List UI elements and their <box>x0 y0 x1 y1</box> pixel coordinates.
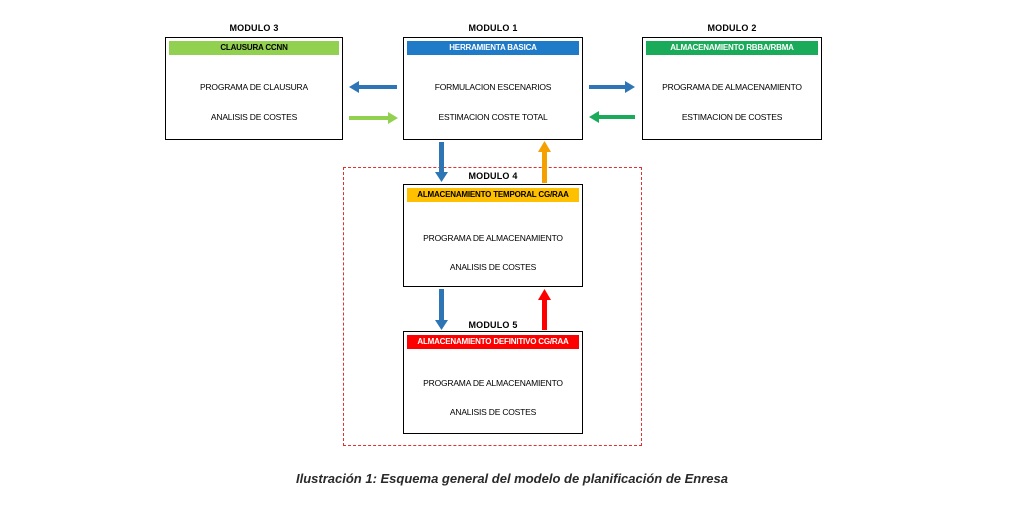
module-1-line-2: ESTIMACION COSTE TOTAL <box>438 112 548 122</box>
module-2-header: ALMACENAMIENTO RBBA/RBMA <box>646 41 818 55</box>
module-2-line-1: PROGRAMA DE ALMACENAMIENTO <box>662 82 802 92</box>
arrow-m4-to-m5 <box>435 289 448 330</box>
module-5-line-1: PROGRAMA DE ALMACENAMIENTO <box>423 378 563 388</box>
module-4-line-2: ANALISIS DE COSTES <box>449 262 537 272</box>
arrow-m1-to-m4 <box>435 142 448 182</box>
module-4-box: ALMACENAMIENTO TEMPORAL CG/RAA PROGRAMA … <box>403 184 583 287</box>
module-2-title: MODULO 2 <box>707 23 757 33</box>
module-3-title: MODULO 3 <box>229 23 279 33</box>
group-frame-modules-4-5 <box>343 167 642 446</box>
module-4-line-1: PROGRAMA DE ALMACENAMIENTO <box>423 233 563 243</box>
module-5-box: ALMACENAMIENTO DEFINITIVO CG/RAA PROGRAM… <box>403 331 583 434</box>
module-5-title: MODULO 5 <box>468 320 518 330</box>
module-3-line-1: PROGRAMA DE CLAUSURA <box>200 82 308 92</box>
module-1-header: HERRAMIENTA BASICA <box>407 41 579 55</box>
module-3-header: CLAUSURA CCNN <box>169 41 339 55</box>
module-1-title: MODULO 1 <box>468 23 518 33</box>
arrow-m3-to-m1 <box>349 112 398 124</box>
module-5-line-2: ANALISIS DE COSTES <box>449 407 537 417</box>
module-5-header: ALMACENAMIENTO DEFINITIVO CG/RAA <box>407 335 579 349</box>
arrow-m5-to-m4 <box>538 289 551 330</box>
module-1-line-1: FORMULACION ESCENARIOS <box>434 82 552 92</box>
figure-caption: Ilustración 1: Esquema general del model… <box>295 471 728 486</box>
module-4-header: ALMACENAMIENTO TEMPORAL CG/RAA <box>407 188 579 202</box>
module-3-line-2: ANALISIS DE COSTES <box>210 112 298 122</box>
module-3-box: CLAUSURA CCNN PROGRAMA DE CLAUSURA ANALI… <box>165 37 343 140</box>
module-2-line-2: ESTIMACION DE COSTES <box>681 112 783 122</box>
arrow-m1-to-m2 <box>589 81 635 93</box>
arrow-m1-to-m3 <box>349 81 397 93</box>
module-1-box: HERRAMIENTA BASICA FORMULACION ESCENARIO… <box>403 37 583 140</box>
module-4-title: MODULO 4 <box>468 171 518 181</box>
module-2-box: ALMACENAMIENTO RBBA/RBMA PROGRAMA DE ALM… <box>642 37 822 140</box>
arrow-m4-to-m1 <box>538 141 551 183</box>
arrow-m2-to-m1 <box>589 111 635 123</box>
